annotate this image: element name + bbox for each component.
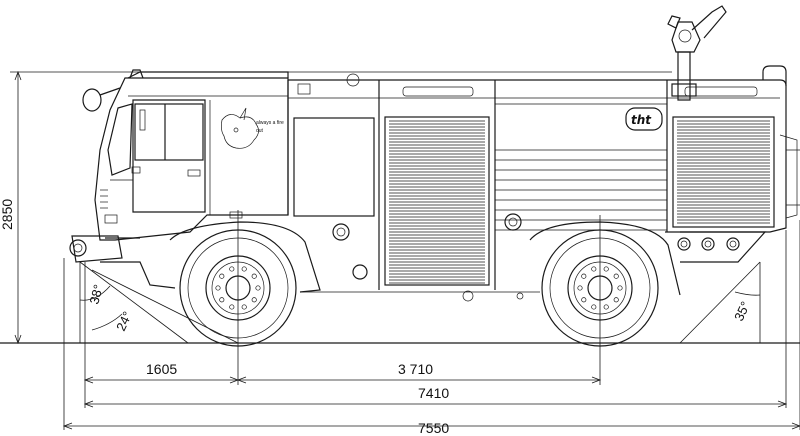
wheel-bolt	[215, 285, 221, 291]
rear-lights	[677, 237, 740, 251]
wheel-span-label: 7410	[418, 385, 449, 401]
wheel-bolt	[251, 273, 257, 279]
wheel-bolt	[241, 304, 247, 310]
height-dimension: 2850	[0, 70, 672, 345]
wheel-bolt	[241, 266, 247, 272]
cab	[82, 69, 289, 241]
wheel-bolt	[229, 266, 235, 272]
length-dimensions: 1605 3 710 7410 7550	[62, 220, 800, 436]
wheelbase-label: 3 710	[398, 361, 433, 377]
wheel-bolt	[255, 285, 261, 291]
front-bumper	[69, 235, 176, 289]
roof-monitor[interactable]	[667, 5, 727, 101]
wheel-bolt	[591, 304, 597, 310]
front-overhang-label: 1605	[146, 361, 177, 377]
brand-logo: tht	[625, 107, 663, 131]
wheel-bolt	[581, 273, 587, 279]
wheel-bolt	[613, 297, 619, 303]
wheel-bolt	[591, 266, 597, 272]
wheel-bolt	[603, 304, 609, 310]
approach-angle-outer: 38°	[86, 283, 106, 306]
departure-angle: 35°	[679, 261, 761, 344]
wheel-bolt	[577, 285, 583, 291]
approach-angles: 38° 24°	[79, 261, 239, 344]
approach-angle-inner: 24°	[113, 309, 135, 333]
wheel-bolt	[219, 273, 225, 279]
wheel-bolt	[219, 297, 225, 303]
wheel-bolt	[603, 266, 609, 272]
wheel-bolt	[229, 304, 235, 310]
rhino-decal: always a fire out	[220, 107, 284, 149]
slogan-line2: out	[256, 128, 264, 134]
wheel-bolt	[581, 297, 587, 303]
departure-angle-label: 35°	[731, 299, 753, 323]
height-label: 2850	[0, 199, 15, 230]
wheel-bolt	[617, 285, 623, 291]
roller-shutter-left[interactable]	[384, 116, 490, 286]
wheel-bolt	[613, 273, 619, 279]
wheel-bolt	[251, 297, 257, 303]
brand-logo-text: tht	[631, 113, 652, 127]
front-fender	[169, 221, 321, 293]
overall-length-label: 7550	[418, 420, 449, 436]
slogan-line1: always a fire	[256, 120, 284, 126]
roller-shutter-right[interactable]	[672, 116, 775, 228]
truck-body	[287, 65, 800, 302]
